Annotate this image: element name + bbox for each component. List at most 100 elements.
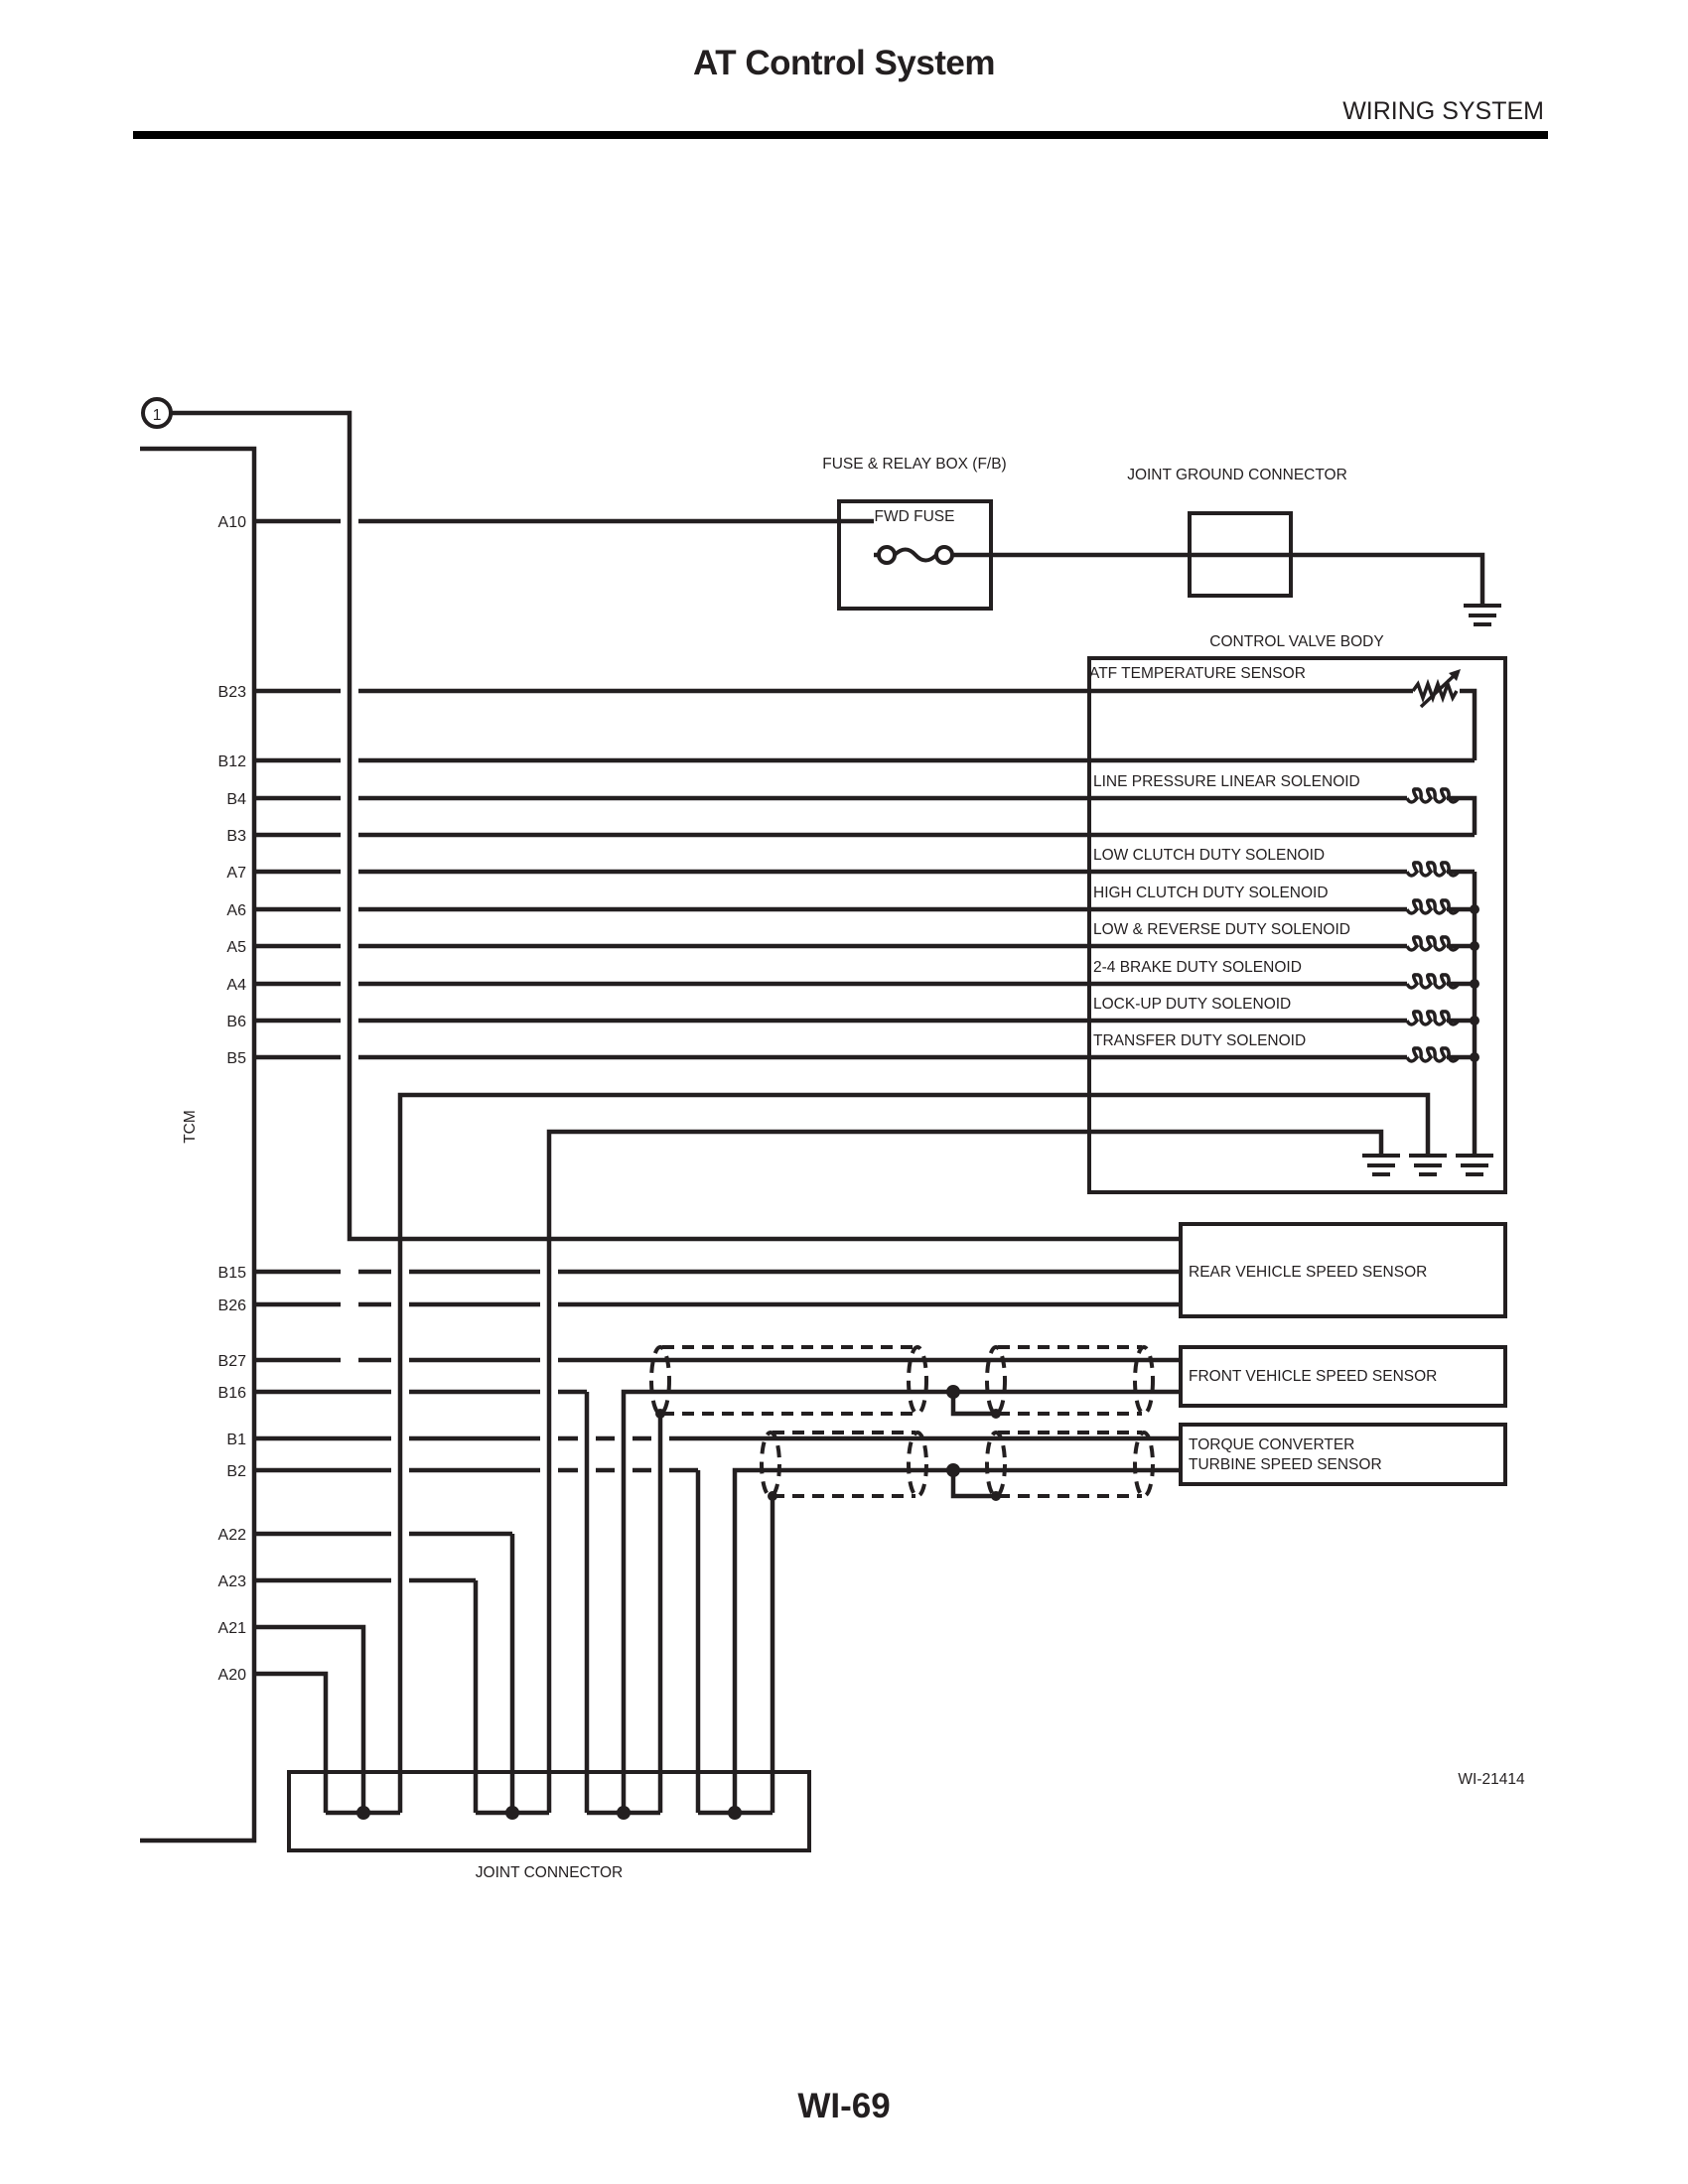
tcm-pin-label-b27: B27 — [218, 1353, 247, 1370]
joint-ground-connector-label: JOINT GROUND CONNECTOR — [1127, 467, 1347, 483]
tcm-pin-label-a23: A23 — [218, 1573, 247, 1590]
wire-a21 — [254, 1624, 366, 1813]
junction-dot — [1470, 1052, 1479, 1062]
duty-solenoid-label: HIGH CLUTCH DUTY SOLENOID — [1093, 885, 1329, 901]
front-vehicle-speed-sensor-box — [1179, 1345, 1507, 1408]
shield-turbine-2-end — [1133, 1431, 1155, 1498]
wire-ground-1 — [397, 1092, 1431, 1813]
thermistor-arrowhead-icon — [1449, 669, 1461, 681]
control-valve-body-box — [1087, 656, 1507, 1194]
junction-dot — [991, 1409, 1001, 1419]
tcm-pin-label-a21: A21 — [218, 1620, 247, 1637]
header-rule — [133, 131, 1548, 139]
tcm-pin-label-b4: B4 — [226, 791, 246, 808]
tcm-pin-label-b12: B12 — [218, 753, 247, 770]
junction-dot — [768, 1491, 777, 1501]
wire-atf-return — [1460, 688, 1477, 760]
junction-dot — [1470, 1016, 1479, 1025]
page-number: WI-69 — [797, 2087, 891, 2125]
duty-solenoid-label: LOCK-UP DUTY SOLENOID — [1093, 996, 1291, 1013]
shield-front-1-end — [649, 1345, 671, 1416]
figure-id: WI-21414 — [1458, 1771, 1525, 1788]
rear-vehicle-speed-sensor-box — [1179, 1222, 1507, 1318]
junction-dot — [946, 1385, 960, 1399]
junction-dot — [1470, 941, 1479, 951]
duty-solenoid-label: TRANSFER DUTY SOLENOID — [1093, 1032, 1306, 1049]
wire-connector-1-to-rear-speed-sensor — [171, 410, 1181, 1242]
tcm-pin-label-b1: B1 — [226, 1432, 246, 1448]
coil-icon — [1405, 1046, 1461, 1063]
junction-dot — [1470, 904, 1479, 914]
junction-dot — [505, 1806, 519, 1820]
tcm-pin-label-b23: B23 — [218, 684, 247, 701]
joint-connector-label: JOINT CONNECTOR — [476, 1864, 623, 1881]
junction-dot — [617, 1806, 631, 1820]
fuse-terminal-icon — [934, 545, 954, 565]
wire-front-sensor-return — [621, 1389, 1181, 1813]
tcm-pin-label-b2: B2 — [226, 1463, 246, 1480]
turbine-speed-sensor-label-line1: TORQUE CONVERTER — [1189, 1436, 1354, 1453]
wire-fuse-to-ground — [952, 552, 1485, 604]
tcm-pin-label-a5: A5 — [226, 939, 246, 956]
fuse-element-icon — [893, 547, 938, 563]
coil-icon — [1405, 898, 1461, 915]
turbine-speed-sensor-box — [1179, 1423, 1507, 1486]
line-pressure-solenoid-label: LINE PRESSURE LINEAR SOLENOID — [1093, 773, 1360, 790]
rear-vehicle-speed-sensor-label: REAR VEHICLE SPEED SENSOR — [1189, 1264, 1427, 1281]
tcm-pin-label-b5: B5 — [226, 1050, 246, 1067]
tcm-pin-label-a4: A4 — [226, 977, 246, 994]
tcm-pin-label-b6: B6 — [226, 1014, 246, 1030]
tcm-pin-label-a22: A22 — [218, 1527, 247, 1544]
duty-solenoid-label: LOW & REVERSE DUTY SOLENOID — [1093, 921, 1350, 938]
wire-lpls-return — [1447, 795, 1477, 835]
tcm-pin-label-a6: A6 — [226, 902, 246, 919]
tcm-pin-label-b3: B3 — [226, 828, 246, 845]
turbine-speed-sensor-label-line2: TURBINE SPEED SENSOR — [1189, 1456, 1382, 1473]
coil-icon — [1405, 861, 1461, 878]
tcm-pin-label-b15: B15 — [218, 1265, 247, 1282]
junction-dot — [356, 1806, 370, 1820]
fuse-relay-box — [837, 499, 993, 611]
shield-front-2-end — [1133, 1345, 1155, 1416]
connector-ref-label: 1 — [153, 407, 162, 424]
connector-ref-circle — [141, 397, 173, 429]
joint-ground-connector — [1188, 511, 1293, 598]
wire-ground-2 — [546, 1129, 1384, 1813]
wire-shield-link-front — [950, 1392, 996, 1417]
coil-icon — [1405, 973, 1461, 990]
junction-dot — [946, 1463, 960, 1477]
junction-dot — [728, 1806, 742, 1820]
coil-icon — [1405, 1010, 1461, 1026]
shield-front-2-end — [985, 1345, 1007, 1416]
fuse-relay-box-label: FUSE & RELAY BOX (F/B) — [822, 456, 1006, 473]
coil-icon — [1405, 935, 1461, 952]
page-title: AT Control System — [693, 44, 995, 82]
atf-temperature-sensor-label: ATF TEMPERATURE SENSOR — [1089, 665, 1306, 682]
tcm-pin-label-a20: A20 — [218, 1667, 247, 1684]
section-label: WIRING SYSTEM — [1342, 97, 1544, 125]
tcm-pin-label-b16: B16 — [218, 1385, 247, 1402]
duty-solenoid-label: 2-4 BRAKE DUTY SOLENOID — [1093, 959, 1302, 976]
wire-turbine-sensor-return — [732, 1467, 1181, 1813]
front-vehicle-speed-sensor-label: FRONT VEHICLE SPEED SENSOR — [1189, 1368, 1437, 1385]
tcm-pin-label-a7: A7 — [226, 865, 246, 882]
wire-a20 — [254, 1671, 329, 1813]
duty-solenoid-label: LOW CLUTCH DUTY SOLENOID — [1093, 847, 1325, 864]
shield-front-1-end — [907, 1345, 928, 1416]
coil-icon — [1405, 787, 1461, 804]
tcm-pin-label-a10: A10 — [218, 514, 247, 531]
wire-shield-link-turbine — [950, 1470, 996, 1499]
shield-turbine-1-end — [907, 1431, 928, 1498]
shield-turbine-2-end — [985, 1431, 1007, 1498]
junction-dot — [991, 1491, 1001, 1501]
junction-dot — [1470, 979, 1479, 989]
joint-connector-box — [287, 1770, 811, 1852]
junction-dot — [655, 1409, 665, 1419]
fwd-fuse-label: FWD FUSE — [875, 508, 955, 525]
tcm-pin-label-b26: B26 — [218, 1297, 247, 1314]
fuse-terminal-icon — [877, 545, 897, 565]
tcm-label: TCM — [182, 1110, 199, 1144]
thermistor-arrow-icon — [1419, 672, 1458, 709]
control-valve-body-label: CONTROL VALVE BODY — [1209, 633, 1383, 650]
